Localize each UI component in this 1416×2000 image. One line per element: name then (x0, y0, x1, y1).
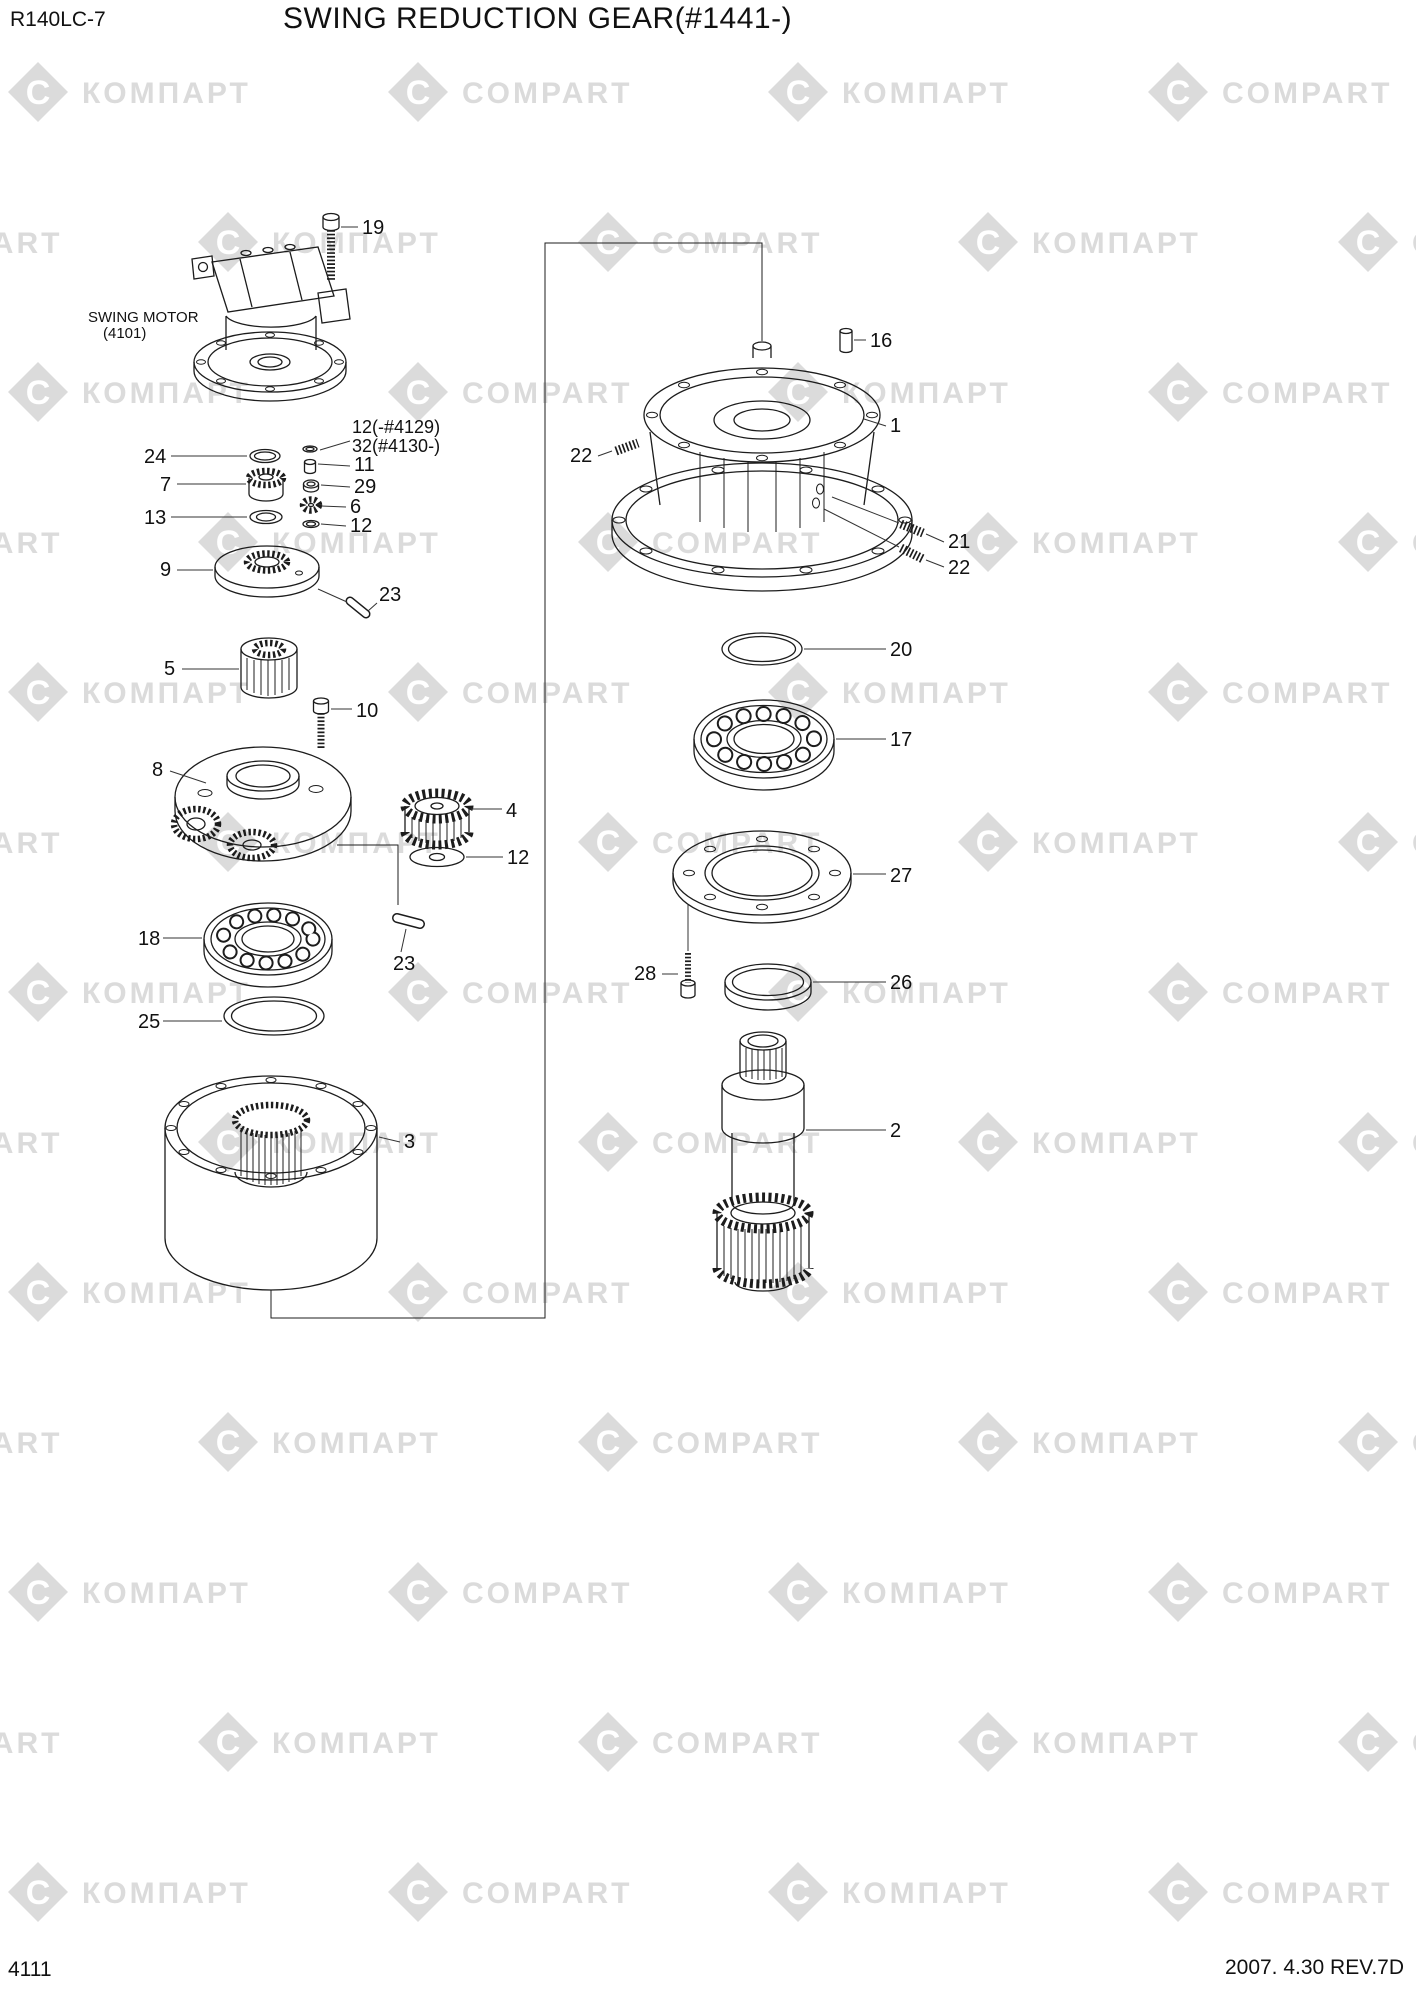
assembly-connector-lines (270, 242, 763, 1319)
callout-24: 24 (144, 446, 166, 468)
callout-19: 19 (362, 217, 384, 239)
callout-25: 25 (138, 1011, 160, 1033)
callout-32-4130: 32(#4130-) (352, 436, 440, 456)
part-25-ring (223, 996, 325, 1036)
part-2-output-shaft (712, 1031, 814, 1292)
part-23-pin-lower (392, 913, 425, 929)
part-13-washer (249, 509, 283, 525)
callout-28: 28 (634, 963, 656, 985)
callout-4: 4 (506, 800, 517, 822)
callout-23b: 23 (393, 953, 415, 975)
part-4-planet-gear (400, 788, 474, 850)
callout-8: 8 (152, 759, 163, 781)
part-swing-motor (191, 243, 351, 402)
part-11-bushing (303, 458, 317, 475)
callout-7: 7 (160, 474, 171, 496)
part-16-pin (839, 327, 853, 354)
callout-26: 26 (890, 972, 912, 994)
callout-5: 5 (164, 658, 175, 680)
part-5-coupling (240, 637, 298, 699)
callout-29: 29 (354, 476, 376, 498)
callout-22-right: 22 (948, 557, 970, 579)
part-1-housing (611, 341, 913, 592)
part-18-ball-bearing (203, 902, 333, 988)
part-19-hex-bolt (322, 212, 340, 280)
part-28-bolt (680, 953, 696, 999)
part-7-gear (245, 467, 287, 502)
callout-10: 10 (356, 700, 378, 722)
callout-27: 27 (890, 865, 912, 887)
callout-11: 11 (354, 454, 375, 476)
callout-9: 9 (160, 559, 171, 581)
part-12-thrust-washer (409, 846, 465, 868)
part-26-bearing-race (724, 963, 812, 1011)
part-27-flange-plate (672, 830, 852, 924)
watermark-layer (0, 55, 1416, 1945)
part-22-plug-left (614, 438, 640, 456)
part-20-ring (721, 632, 803, 666)
callout-12b: 12 (350, 515, 372, 537)
part-22-plug-right (898, 543, 926, 564)
callout-16: 16 (870, 330, 892, 352)
revision-date: 2007. 4.30 REV.7D (1224, 1956, 1404, 1979)
bracket-4-12-23 (337, 844, 399, 905)
part-17-ball-bearing (693, 699, 835, 791)
callout-21: 21 (948, 531, 970, 553)
callout-12c: 12 (507, 847, 529, 869)
callout-18: 18 (138, 928, 160, 950)
page-number: 4111 (8, 1958, 52, 1981)
part-12-washer-small (302, 519, 320, 529)
part-21-plug (899, 519, 925, 538)
callout-1: 1 (890, 415, 901, 437)
part-29-collar (302, 479, 320, 493)
page-title: SWING REDUCTION GEAR(#1441-) (283, 2, 793, 35)
callout-23a: 23 (379, 584, 401, 606)
callout-12-4129: 12(-#4129) (352, 417, 440, 437)
callout-3: 3 (404, 1131, 415, 1153)
callout-22-left: 22 (570, 445, 592, 467)
part-23-pin-upper (345, 596, 371, 619)
part-24-ring (249, 448, 281, 464)
callout-13: 13 (144, 507, 166, 529)
swing-motor-label: SWING MOTOR (88, 309, 199, 326)
swing-motor-ref: (4101) (103, 325, 146, 342)
callout-17: 17 (890, 729, 912, 751)
part-12-32-ring (302, 445, 318, 453)
callout-20: 20 (890, 639, 912, 661)
part-9-splined-disc (214, 545, 320, 598)
part-8-planet-carrier (170, 746, 352, 862)
part-10-bolt (312, 697, 330, 748)
model-code: R140LC-7 (10, 8, 106, 31)
leader-lines (163, 226, 945, 1143)
part-6-small-gear (299, 496, 323, 514)
callout-6: 6 (350, 496, 361, 518)
callout-2: 2 (890, 1120, 901, 1142)
part-3-ring-gear (164, 1075, 378, 1291)
